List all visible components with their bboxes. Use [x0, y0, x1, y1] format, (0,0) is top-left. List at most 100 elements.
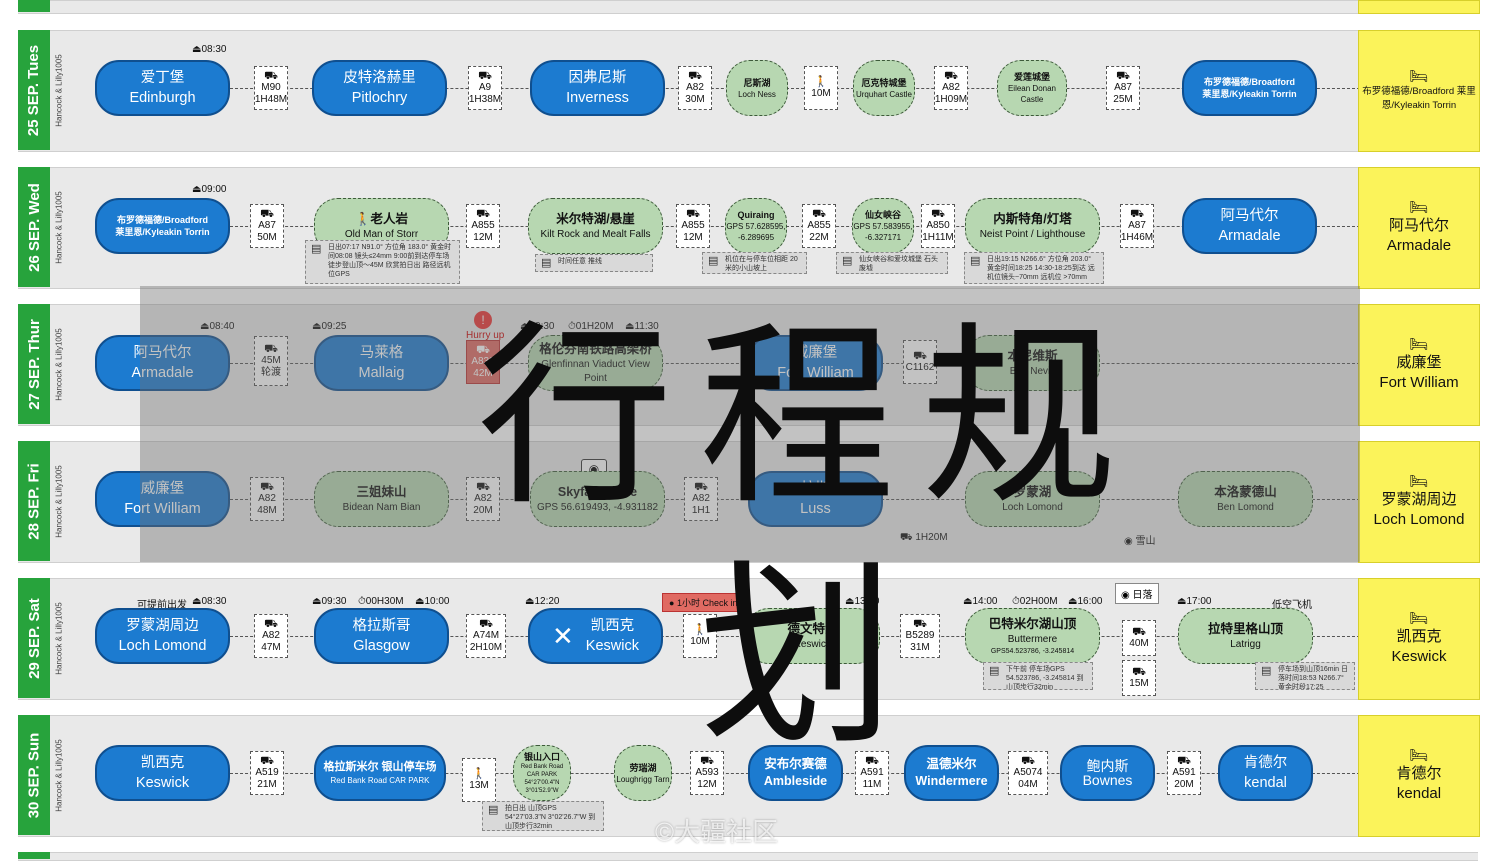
time-glenfinnan-stay: ⏱01H20M	[568, 321, 614, 332]
transfer-4[interactable]: 🚶10M	[804, 66, 838, 110]
owner-label: Hancock & Lilly1005	[54, 53, 64, 127]
car-icon: ⛟	[260, 481, 274, 493]
car-icon: ⛟	[264, 70, 278, 82]
time-loch-lomond: ⏏08:30	[192, 596, 227, 607]
owner-label: Hancock & Lilly1005	[54, 738, 64, 812]
transfer-6[interactable]: ⛟15M	[1122, 660, 1156, 696]
walk-icon: 🚶	[354, 211, 371, 226]
snow-mountain-label: ◉ 雪山	[1124, 536, 1156, 547]
camera-icon: ◉	[1124, 536, 1133, 547]
transfer-3[interactable]: 🚶10M	[683, 614, 717, 658]
transfer-5[interactable]: ⛟40M	[1122, 620, 1156, 656]
note-silver-how: ▤拍日出 山顶GPS 54°27'03.3"N 3°02'26.7"W 到山顶步…	[482, 801, 604, 831]
car-icon: ⛟	[686, 208, 700, 220]
title-overlay	[140, 286, 1360, 562]
transfer-3[interactable]: ⛟C1162	[903, 340, 937, 384]
car-icon: ⛟	[1177, 755, 1191, 767]
calendar-icon: ▤	[989, 665, 1000, 677]
calendar-icon: ▤	[1261, 665, 1272, 677]
alert-icon: !	[474, 311, 492, 329]
car-icon: ⛟	[944, 70, 958, 82]
time-glasgow-leave: ⏏10:00	[415, 596, 450, 607]
time-glenfinnan-arrive: ⏏10:30	[520, 321, 555, 332]
walk-icon: 🚶	[472, 768, 486, 780]
next-day-strip	[18, 852, 1478, 861]
car-icon: ⛟	[900, 532, 913, 543]
transfer-2[interactable]: 🚶13M	[462, 758, 496, 802]
hotel-day1[interactable]: 🛏布罗德福德/Broadford 莱里恩/Kyleakin Torrin	[1358, 30, 1480, 152]
car-icon: ⛟	[913, 350, 927, 362]
calendar-icon: ▤	[488, 804, 499, 816]
watermark: ©大疆社区	[655, 817, 779, 847]
car-icon: ⛟	[478, 70, 492, 82]
